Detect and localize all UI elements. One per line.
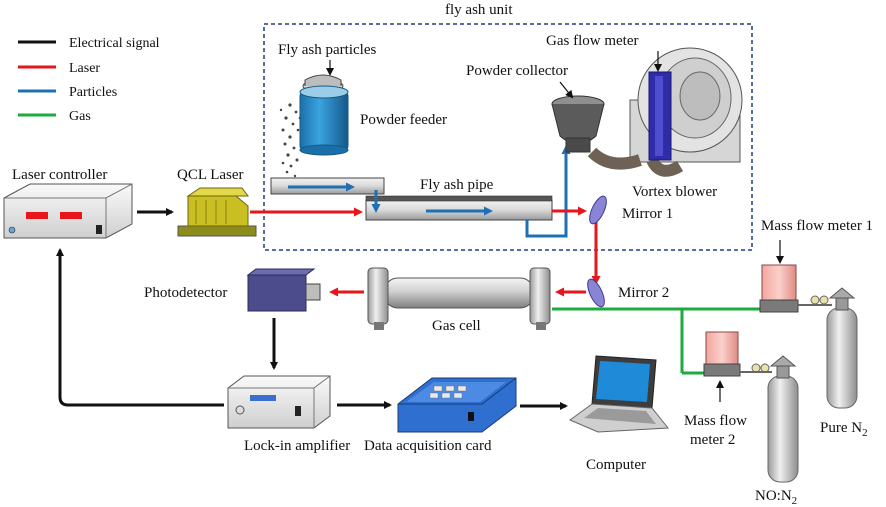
qcl-laser-label: QCL Laser: [177, 167, 244, 183]
legend-label-electrical-signal: Electrical signal: [69, 36, 160, 51]
photodetector-label: Photodetector: [144, 285, 227, 301]
vortex-blower-label: Vortex blower: [632, 184, 717, 200]
no-n2-cylinder: [767, 355, 799, 483]
lock-in-amplifier-label: Lock-in amplifier: [244, 438, 350, 454]
mirror-1: [589, 195, 607, 225]
powder-collector-pointer: [559, 81, 574, 99]
lock-in-amplifier: [227, 375, 331, 429]
qcl-laser: [177, 187, 257, 237]
fly-ash-pipe: [270, 177, 553, 221]
gas-flow-meter: [648, 71, 672, 161]
mass-flow-meter-2: [703, 331, 772, 377]
mass-flow-meter-2-label-line2: meter 2: [690, 432, 735, 448]
particle-flow: [288, 145, 571, 238]
laser-controller: [3, 183, 133, 239]
powder-collector: [551, 95, 605, 153]
no-n2-label: NO:N2: [755, 488, 797, 507]
gas-flow-meter-label: Gas flow meter: [546, 33, 638, 49]
computer-label: Computer: [586, 457, 646, 473]
legend-entry-laser: Laser: [18, 61, 100, 76]
legend-label-laser: Laser: [69, 61, 100, 76]
electrical-connections: [56, 248, 568, 410]
legend-label-particles: Particles: [69, 85, 117, 100]
powder-feeder-label: Powder feeder: [360, 112, 447, 128]
fly-ash-unit-title: fly ash unit: [445, 2, 513, 18]
gas-lines: [552, 307, 760, 375]
fly-ash-pipe-label: Fly ash pipe: [420, 177, 494, 193]
mirror-1-label: Mirror 1: [622, 206, 673, 222]
powder-feeder: [299, 74, 349, 156]
mass-flow-meter-1-label: Mass flow meter 1: [761, 218, 873, 234]
mirror-2: [587, 278, 605, 308]
data-acquisition-card: [397, 377, 517, 433]
pure-n2-label: Pure N2: [820, 420, 868, 439]
powder-collector-label: Powder collector: [466, 63, 568, 79]
legend-label-gas: Gas: [69, 109, 91, 124]
laser-controller-label: Laser controller: [12, 167, 107, 183]
pure-n2-cylinder: [826, 287, 858, 409]
mass-flow-meter-1: [759, 264, 832, 313]
fly-ash-particles-label: Fly ash particles: [278, 42, 376, 58]
legend: Electrical signal Laser Particles Gas: [18, 36, 160, 124]
gas-cell: [367, 267, 551, 330]
laser-beam: [250, 206, 601, 297]
mirror-2-label: Mirror 2: [618, 285, 669, 301]
legend-entry-electrical-signal: Electrical signal: [18, 36, 160, 51]
legend-entry-gas: Gas: [18, 109, 91, 124]
photodetector: [246, 268, 321, 312]
data-acquisition-card-label: Data acquisition card: [364, 438, 492, 454]
computer: [568, 355, 669, 433]
gas-cell-label: Gas cell: [432, 318, 481, 334]
legend-entry-particles: Particles: [18, 85, 117, 100]
mass-flow-meter-2-label-line1: Mass flow: [684, 413, 747, 429]
fly-ash-particles-cloud: [279, 103, 304, 178]
